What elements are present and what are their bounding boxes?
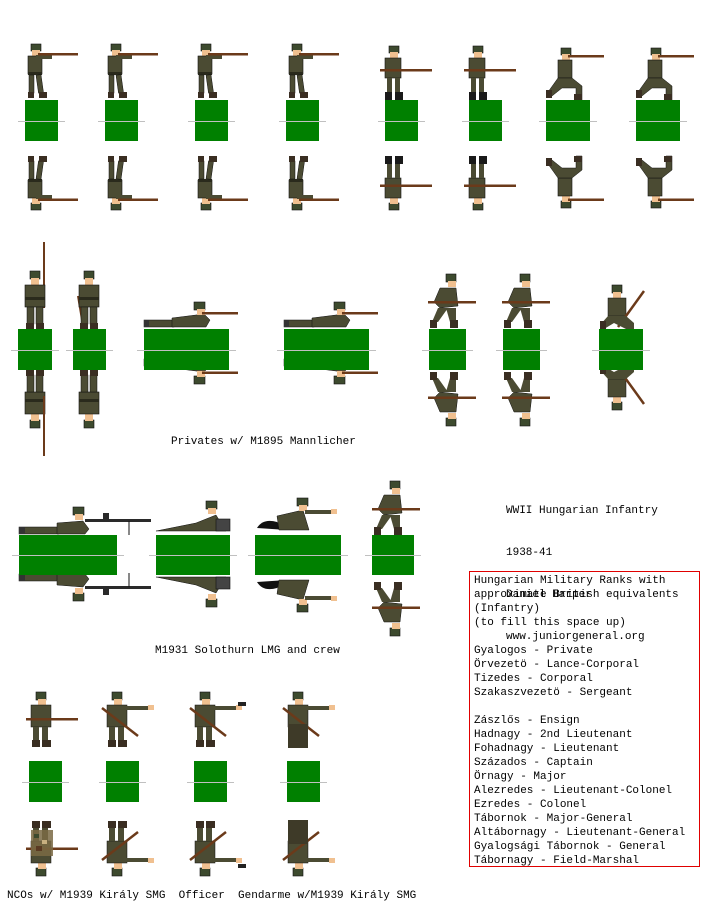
- rank-entry: Altábornagy - Lieutenant-General: [474, 827, 686, 839]
- credits-title: WWII Hungarian Infantry: [506, 505, 658, 517]
- rank-entry: Tábornok - Major-General: [474, 813, 633, 825]
- base-r4-2: [99, 761, 146, 802]
- ranks-heading-line: Hungarian Military Ranks with: [474, 575, 666, 587]
- credits-block: WWII Hungarian Infantry 1938-41 Daniel H…: [506, 476, 658, 672]
- ranks-heading-line: approximate British equivalents: [474, 589, 679, 601]
- base-r1-2: [98, 100, 145, 141]
- base-r1-6: [462, 100, 509, 141]
- rank-entry: Szakaszvezetö - Sergeant: [474, 687, 633, 699]
- spacer: [474, 700, 699, 714]
- base-r2-6: [496, 329, 547, 370]
- credits-years: 1938-41: [506, 547, 553, 559]
- lmg-caption: M1931 Solothurn LMG and crew: [155, 645, 340, 657]
- base-r2-3: [137, 329, 236, 370]
- base-r2-1: [11, 329, 59, 370]
- base-r3-3: [248, 535, 348, 575]
- rank-entry: Tábornagy - Field-Marshal: [474, 855, 640, 867]
- figure-private-greatcoat-prone-firing: [283, 300, 384, 440]
- rank-entry: Gyalogsági Tábornok - General: [474, 841, 666, 853]
- base-r4-1: [22, 761, 69, 802]
- base-r2-5: [422, 329, 473, 370]
- base-r2-4: [277, 329, 376, 370]
- figure-private-cap-attention: [22, 242, 62, 456]
- figure-officer-pistol: [188, 688, 250, 888]
- base-r3-4: [365, 535, 421, 575]
- rank-entry: Tizedes - Corporal: [474, 673, 593, 685]
- rank-entry: Örvezetö - Lance-Corporal: [474, 659, 640, 671]
- base-r1-1: [18, 100, 65, 141]
- rank-entry: Százados - Captain: [474, 757, 593, 769]
- figure-nco-smg: [25, 688, 86, 888]
- base-r3-1: [12, 535, 124, 575]
- base-r2-7: [592, 329, 650, 370]
- rank-entry: Gyalogos - Private: [474, 645, 593, 657]
- rank-entry: Fohadnagy - Lieutenant: [474, 743, 620, 755]
- base-r4-4: [280, 761, 327, 802]
- figure-private-prone-firing: [143, 300, 244, 440]
- figure-gendarme-pointing: [281, 688, 343, 888]
- base-r3-2: [149, 535, 237, 575]
- ranks-heading-line: (Infantry): [474, 603, 541, 615]
- figure-private-helmet-attention: [76, 256, 116, 456]
- ranks-box: Hungarian Military Ranks with approximat…: [469, 571, 700, 867]
- spacer: [474, 630, 699, 644]
- rank-entry: Alezredes - Lieutenant-Colonel: [474, 785, 673, 797]
- base-r4-3: [187, 761, 234, 802]
- ranks-heading-line: (to fill this space up): [474, 617, 626, 629]
- base-r1-4: [279, 100, 326, 141]
- rank-entry: Hadnagy - 2nd Lieutenant: [474, 729, 633, 741]
- base-r1-3: [188, 100, 235, 141]
- rank-entry: Ezredes - Colonel: [474, 799, 587, 811]
- base-r1-5: [378, 100, 425, 141]
- bottom-caption: NCOs w/ M1939 Király SMG Officer Gendarm…: [7, 890, 417, 902]
- rank-entry: Zászlős - Ensign: [474, 715, 580, 727]
- privates-caption: Privates w/ M1895 Mannlicher: [171, 436, 356, 448]
- base-r2-2: [66, 329, 113, 370]
- base-r1-8: [629, 100, 687, 141]
- rank-entry: Örnagy - Major: [474, 771, 567, 783]
- base-r1-7: [539, 100, 597, 141]
- credits-website: www.juniorgeneral.org: [506, 631, 645, 643]
- credits-author: Daniel Harper: [506, 589, 592, 601]
